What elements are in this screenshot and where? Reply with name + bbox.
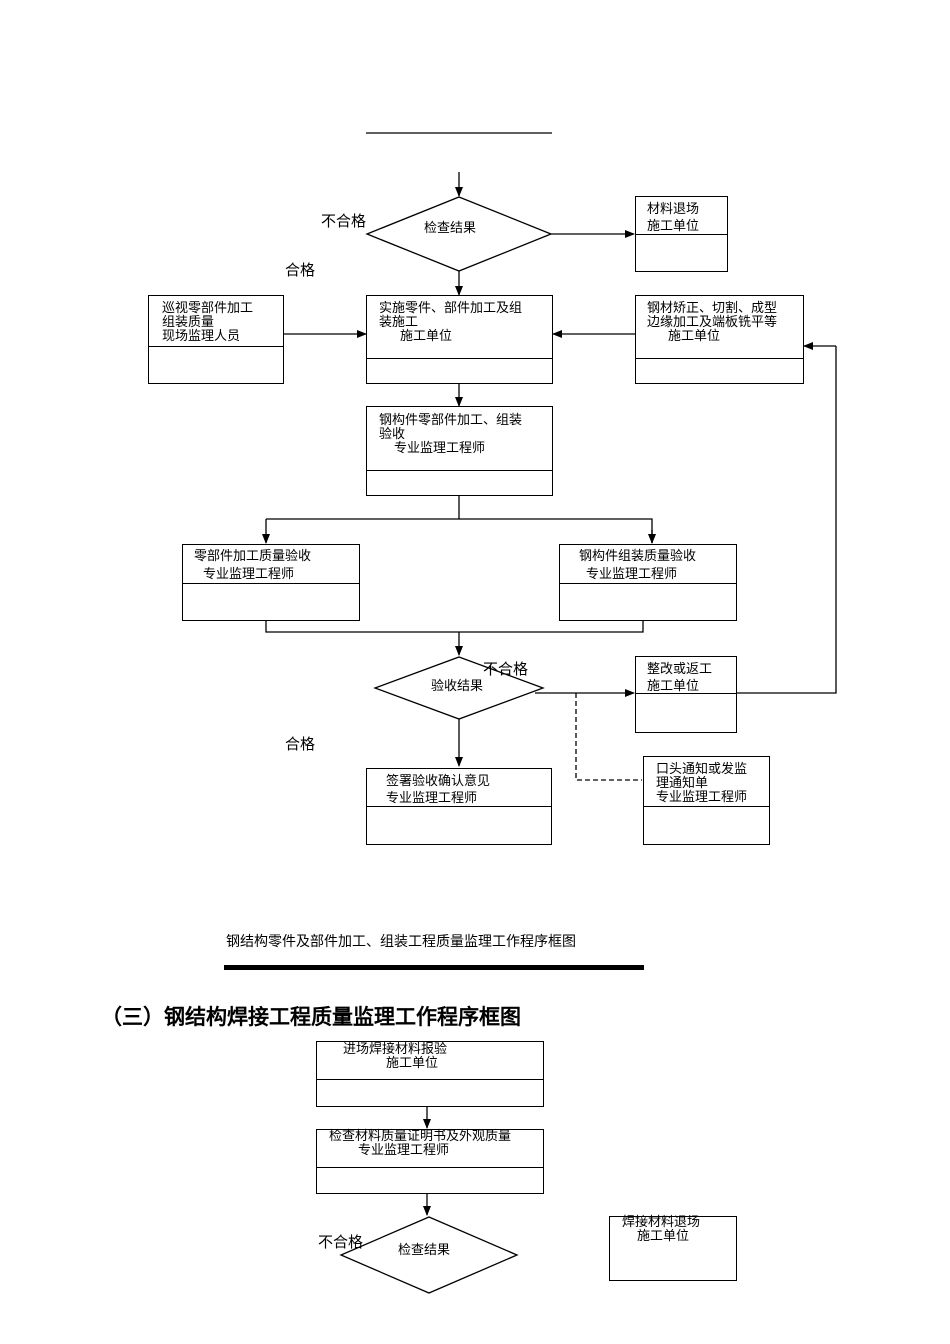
check-result-text-2: 检查结果 [398,1243,451,1258]
inspect-line2: 专业监理工程师 [358,1143,450,1158]
part-quality-line2: 专业监理工程师 [203,567,295,582]
straighten-line3: 施工单位 [668,329,721,344]
patrol-box [148,295,284,384]
straighten-line1: 钢材矫正、切割、成型 [647,301,778,316]
patrol-line3: 现场监理人员 [162,329,241,344]
notice-line1: 口头通知或发监 [656,762,748,777]
member-accept-line2: 验收 [379,427,406,442]
report-box [316,1041,544,1107]
implement-line3: 施工单位 [400,329,453,344]
label-ok-top: 合格 [285,261,316,279]
diagram-caption: 钢结构零件及部件加工、组装工程质量监理工作程序框图 [226,934,576,950]
inspect-box [316,1129,544,1194]
feedback-connector [736,346,837,694]
split-connector [266,495,460,520]
merge-connector [265,620,644,633]
report-line2: 施工单位 [386,1056,439,1071]
notice-box [643,756,770,845]
label-not-ok-2: 不合格 [318,1233,364,1251]
rework-line1: 整改或返工 [647,662,713,677]
part-quality-line1: 零部件加工质量验收 [194,549,312,564]
caption-rule [224,965,644,970]
material-return-box [635,196,728,272]
inspect-line1: 检查材料质量证明书及外观质量 [329,1129,512,1144]
implement-line2: 装施工 [379,315,419,330]
member-accept-line3: 专业监理工程师 [394,441,486,456]
section-title: （三）钢结构焊接工程质量监理工作程序框图 [101,1005,521,1029]
member-accept-line1: 钢构件零部件加工、组装 [379,413,523,428]
notice-line2: 理通知单 [656,776,709,791]
weld-return-line1: 焊接材料退场 [622,1215,701,1230]
material-return-line1: 材料退场 [647,202,700,217]
report-line1: 进场焊接材料报验 [343,1042,448,1057]
weld-return-box [609,1216,737,1281]
label-not-ok-bottom: 不合格 [483,660,529,678]
rework-box [635,656,737,733]
implement-line1: 实施零件、部件加工及组 [379,301,523,316]
weld-return-line2: 施工单位 [637,1229,690,1244]
check-result-text: 检查结果 [424,221,477,236]
rework-line2: 施工单位 [647,679,700,694]
accept-result-text: 验收结果 [431,679,484,694]
sign-line2: 专业监理工程师 [386,791,478,806]
sign-box [366,768,552,845]
assembly-quality-box [559,544,737,621]
patrol-line1: 巡视零部件加工 [162,301,254,316]
straighten-line2: 边缘加工及端板铣平等 [647,315,778,330]
straighten-box [635,295,804,384]
material-return-line2: 施工单位 [647,219,700,234]
notice-line3: 专业监理工程师 [656,790,748,805]
part-quality-box [182,544,360,621]
assembly-quality-line1: 钢构件组装质量验收 [579,549,697,564]
implement-box [366,295,553,384]
label-ok-bottom: 合格 [285,735,316,753]
assembly-quality-line2: 专业监理工程师 [586,567,678,582]
dashed-to-notice [575,693,642,781]
label-not-ok-top: 不合格 [321,212,367,230]
patrol-line2: 组装质量 [162,315,215,330]
check-result-diamond-2 [339,1216,519,1294]
member-accept-box [366,406,553,496]
sign-line1: 签署验收确认意见 [386,774,491,789]
